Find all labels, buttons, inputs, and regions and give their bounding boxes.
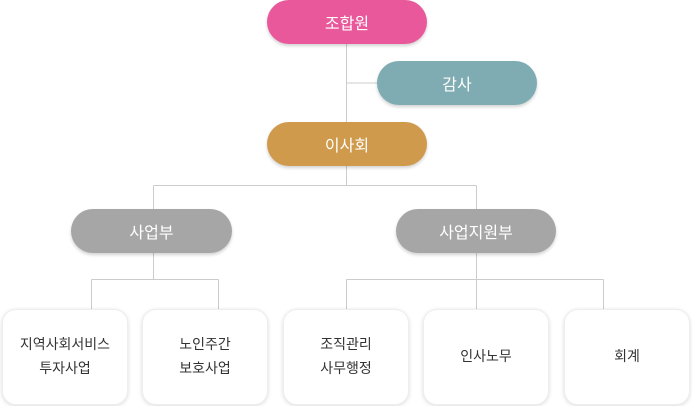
node-board-label: 이사회 [324, 136, 370, 155]
leaf-senior-daycare-line1: 노인주간 [179, 337, 231, 353]
node-union-label: 조합원 [324, 14, 370, 33]
leaf-accounting-line1: 회계 [614, 349, 640, 365]
leaf-community-service: 지역사회서비스 투자사업 [2, 309, 128, 405]
leaf-senior-daycare-line2: 보호사업 [179, 361, 231, 377]
node-support: 사업지원부 [396, 209, 556, 253]
leaf-community-service-line2: 투자사업 [39, 361, 91, 377]
leaf-admin-line2: 사무행정 [320, 361, 372, 377]
node-support-label: 사업지원부 [439, 223, 513, 242]
leaf-senior-daycare: 노인주간 보호사업 [142, 309, 268, 405]
leaf-admin: 조직관리 사무행정 [283, 309, 409, 405]
node-audit-label: 감사 [442, 75, 472, 94]
leaf-community-service-line1: 지역사회서비스 [19, 337, 111, 353]
leaf-hr: 인사노무 [423, 309, 549, 405]
leaf-hr-line1: 인사노무 [460, 349, 512, 365]
leaf-accounting: 회계 [564, 309, 690, 405]
node-union: 조합원 [267, 0, 427, 44]
node-board: 이사회 [267, 122, 427, 166]
node-business: 사업부 [71, 209, 232, 253]
node-business-label: 사업부 [129, 223, 174, 242]
leaf-admin-line1: 조직관리 [320, 337, 372, 353]
node-audit: 감사 [377, 61, 537, 105]
